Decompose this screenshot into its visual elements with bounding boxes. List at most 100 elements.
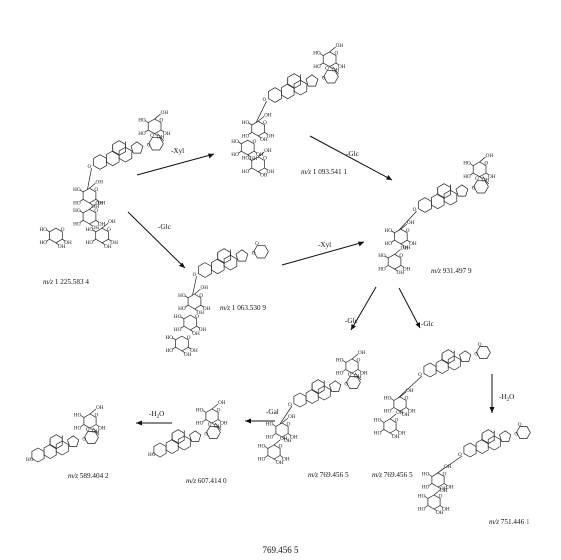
svg-text:HO: HO <box>378 266 386 272</box>
arrow-c4-to-c6 <box>398 287 421 329</box>
svg-text:OH: OH <box>267 169 275 175</box>
arrowhead-c5-to-c8 <box>245 418 251 424</box>
mz-label-c6: m/z 769.456 5 <box>372 471 413 479</box>
svg-text:HO: HO <box>385 241 393 247</box>
svg-text:OH: OH <box>250 156 258 162</box>
svg-text:HO: HO <box>422 472 430 478</box>
svg-text:HO: HO <box>242 133 250 139</box>
svg-text:OH: OH <box>192 331 200 337</box>
svg-text:O: O <box>322 76 326 82</box>
svg-text:OH: OH <box>338 64 346 70</box>
svg-text:OH: OH <box>267 133 275 139</box>
svg-text:O: O <box>255 241 259 247</box>
svg-text:HO: HO <box>242 156 250 162</box>
label-c8-c9: -H2O <box>149 410 164 420</box>
svg-text:OH: OH <box>98 221 106 227</box>
svg-text:OH: OH <box>440 488 448 494</box>
label-c1-c2: -Xyl <box>171 147 184 155</box>
arrowhead-c2-to-c4 <box>386 175 392 180</box>
svg-text:O: O <box>439 494 443 500</box>
svg-text:O: O <box>478 342 482 348</box>
arrow-c4-to-c5 <box>350 286 377 331</box>
svg-text:OH: OH <box>396 410 404 416</box>
svg-text:HO: HO <box>148 452 156 458</box>
arrowhead-c1-to-c2 <box>208 153 214 159</box>
mz-label-c8: m/z 607.414 0 <box>186 477 227 485</box>
mz-label-c3: m/z 1 063.530 9 <box>220 304 266 312</box>
svg-text:OH: OH <box>92 429 100 435</box>
svg-text:OH: OH <box>288 414 296 420</box>
svg-text:HO: HO <box>336 371 344 377</box>
svg-text:O: O <box>263 97 267 103</box>
svg-text:O: O <box>86 427 90 433</box>
svg-text:HO: HO <box>418 494 426 500</box>
arrowhead-c4-to-c6 <box>415 322 420 328</box>
svg-text:O: O <box>485 161 489 167</box>
svg-text:OH: OH <box>488 174 496 180</box>
arrowhead-c3-to-c4 <box>358 241 364 247</box>
svg-text:OH: OH <box>260 173 268 179</box>
arrow-c1-to-c3 <box>127 211 186 269</box>
svg-text:OH: OH <box>163 131 171 137</box>
svg-text:O: O <box>204 432 208 438</box>
svg-text:O: O <box>344 382 348 388</box>
svg-text:O: O <box>395 418 399 424</box>
svg-text:O: O <box>88 164 92 170</box>
svg-text:OH: OH <box>108 219 116 225</box>
svg-text:OH: OH <box>96 405 104 411</box>
svg-text:O: O <box>107 227 111 233</box>
svg-text:HO: HO <box>463 174 471 180</box>
svg-text:OH: OH <box>214 424 222 430</box>
svg-text:O: O <box>348 372 352 378</box>
svg-text:O: O <box>472 186 476 192</box>
svg-text:OH: OH <box>92 225 100 231</box>
arrowhead-c6-to-c7 <box>489 407 495 413</box>
svg-text:HO: HO <box>174 314 182 320</box>
arrow-c2-to-c4 <box>309 135 393 181</box>
svg-text:OH: OH <box>96 179 104 185</box>
svg-text:OH: OH <box>440 486 448 492</box>
svg-text:OH: OH <box>360 371 368 377</box>
svg-text:O: O <box>279 444 283 450</box>
svg-text:HO: HO <box>385 228 393 234</box>
svg-text:OH: OH <box>104 244 112 250</box>
label-c3-c4: -Xyl <box>318 241 331 249</box>
svg-text:O: O <box>335 51 339 57</box>
arrowhead-c4-to-c5 <box>351 324 356 330</box>
svg-text:HO: HO <box>74 426 82 432</box>
svg-text:HO: HO <box>374 431 382 437</box>
svg-text:O: O <box>325 66 329 72</box>
svg-text:OH: OH <box>64 240 72 246</box>
svg-text:OH: OH <box>442 507 450 513</box>
svg-text:HO: HO <box>196 421 204 427</box>
svg-text:HO: HO <box>40 240 48 246</box>
label-c5-c8: -Gal <box>266 408 279 416</box>
svg-text:HO: HO <box>384 396 392 402</box>
svg-text:O: O <box>94 187 98 193</box>
svg-text:OH: OH <box>280 436 288 442</box>
reaction-arrows <box>127 135 495 426</box>
svg-text:O: O <box>263 156 267 162</box>
svg-text:OH: OH <box>203 306 211 312</box>
svg-text:OH: OH <box>401 245 409 251</box>
svg-text:OH: OH <box>398 431 406 437</box>
svg-text:O: O <box>95 413 99 419</box>
svg-text:OH: OH <box>218 400 226 406</box>
svg-text:HO: HO <box>242 169 250 175</box>
svg-text:O: O <box>418 372 422 378</box>
svg-text:HO: HO <box>178 293 186 299</box>
svg-text:OH: OH <box>197 310 205 316</box>
svg-text:OH: OH <box>397 270 405 276</box>
arrow-c3-to-c4 <box>281 241 365 266</box>
svg-text:HO: HO <box>231 152 239 158</box>
svg-text:OH: OH <box>402 412 410 418</box>
svg-text:OH: OH <box>284 438 292 444</box>
arrow-c1-to-c2 <box>136 153 215 176</box>
svg-text:HO: HO <box>336 358 344 364</box>
svg-text:O: O <box>443 472 447 478</box>
